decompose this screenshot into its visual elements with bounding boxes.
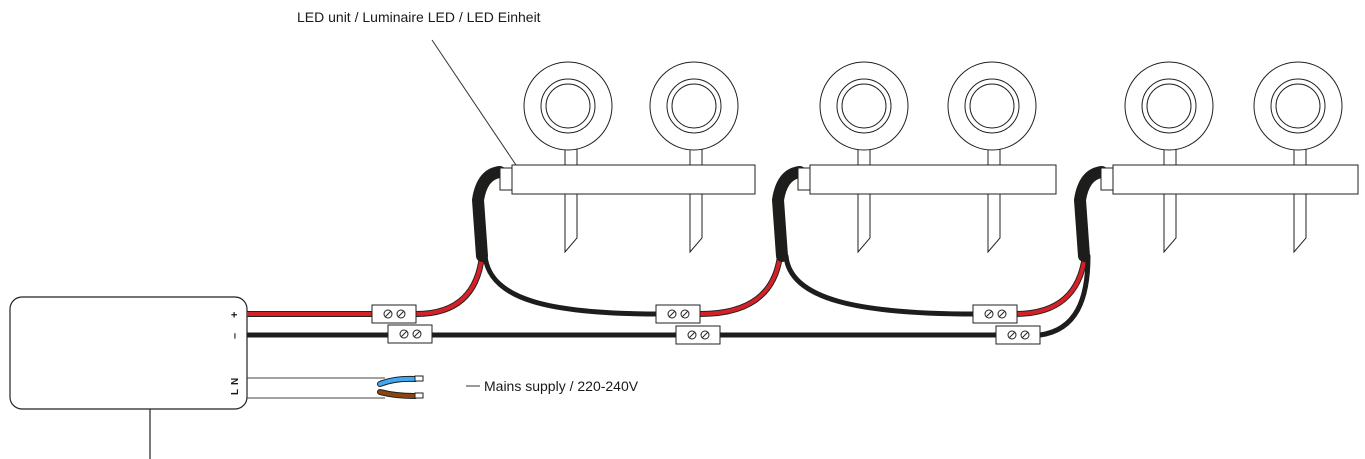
led-unit-1: [499, 61, 756, 254]
led-unit-3: [1100, 61, 1359, 254]
minus-terminal-label: –: [229, 333, 241, 339]
led-unit-leader-line: [431, 39, 517, 166]
terminal-blocks: [371, 304, 1041, 345]
terminal-block-4: [675, 325, 721, 345]
n-terminal-label: N: [230, 378, 241, 385]
l-terminal-label: L: [230, 389, 241, 395]
luminaire-2a: [819, 61, 909, 254]
led-bar-2: [809, 164, 1057, 195]
blue-wire: [378, 376, 417, 386]
cable-sheaths: [471, 166, 1108, 262]
terminal-block-6: [995, 325, 1041, 345]
blue-wire-tip: [414, 375, 424, 382]
driver-box: [9, 296, 248, 410]
led-unit-2: [797, 61, 1057, 254]
brown-wire-tip: [414, 392, 424, 399]
led-unit-label: LED unit / Luminaire LED / LED Einheit: [297, 9, 541, 25]
brown-wire: [378, 390, 417, 398]
terminal-block-3: [655, 304, 701, 324]
luminaire-1b: [649, 61, 739, 254]
luminaire-1a: [523, 61, 613, 254]
mains-label: Mains supply / 220-240V: [484, 378, 639, 394]
led-bar-3: [1112, 164, 1359, 195]
led-bar-3-gland: [1100, 167, 1114, 191]
terminal-block-1: [371, 304, 417, 324]
plus-terminal-label: +: [229, 312, 241, 318]
led-bar-1-gland: [499, 167, 513, 191]
terminal-block-2: [387, 324, 433, 344]
black-wire-segments: [482, 253, 1091, 338]
luminaire-3b: [1253, 61, 1343, 254]
luminaire-3a: [1124, 61, 1214, 254]
terminal-block-5: [972, 304, 1018, 324]
red-wire-segments: [413, 253, 1088, 317]
led-bar-2-gland: [797, 167, 811, 191]
luminaire-2b: [947, 61, 1037, 254]
led-bar-1: [511, 164, 756, 195]
